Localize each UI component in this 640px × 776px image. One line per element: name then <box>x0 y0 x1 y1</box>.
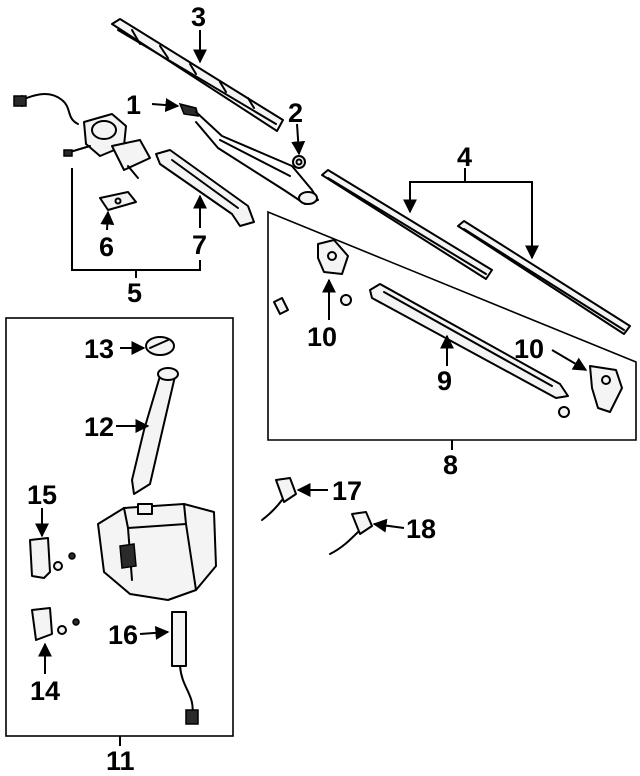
callout-7: 7 <box>192 230 207 260</box>
callout-2: 2 <box>288 98 303 128</box>
arm-nut <box>292 155 306 169</box>
front-linkage-rod <box>369 283 569 399</box>
wiper-motor <box>13 93 151 179</box>
callout-3: 3 <box>191 2 206 32</box>
callout-11: 11 <box>106 746 135 776</box>
callout-15: 15 <box>27 480 57 510</box>
rear-wiper-blade <box>111 18 284 132</box>
callout-16: 16 <box>108 620 138 650</box>
fluid-level-sensor <box>171 611 199 725</box>
callout-8: 8 <box>443 450 458 480</box>
washer-nozzle-18 <box>329 511 373 555</box>
leader-lines <box>35 30 588 746</box>
callout-9: 9 <box>437 366 452 396</box>
callout-5: 5 <box>127 278 142 308</box>
pivot-nut <box>273 294 352 315</box>
filler-neck <box>131 367 179 495</box>
motor-bracket <box>99 191 137 211</box>
reservoir-cap <box>145 336 175 356</box>
callout-10-left: 10 <box>307 322 337 352</box>
linkage-group-frame <box>267 210 637 441</box>
rear-washer-pump <box>31 607 80 641</box>
right-pivot <box>558 365 623 418</box>
front-wiper-blade-2 <box>457 220 631 335</box>
front-wiper-blade-1 <box>321 169 493 280</box>
callout-13: 13 <box>84 334 114 364</box>
washer-nozzle-17 <box>261 477 297 521</box>
washer-reservoir <box>97 503 217 601</box>
callout-14: 14 <box>30 676 60 706</box>
callout-4: 4 <box>457 142 472 172</box>
callout-10-right: 10 <box>514 334 544 364</box>
callout-6: 6 <box>99 232 114 262</box>
callout-18: 18 <box>406 514 436 544</box>
callout-12: 12 <box>84 412 114 442</box>
wiper-linkage-rod <box>155 149 255 227</box>
left-pivot <box>317 239 349 275</box>
front-washer-pump <box>29 537 76 579</box>
callout-17: 17 <box>332 476 362 506</box>
callout-1: 1 <box>126 90 141 120</box>
rear-wiper-arm <box>178 102 319 205</box>
